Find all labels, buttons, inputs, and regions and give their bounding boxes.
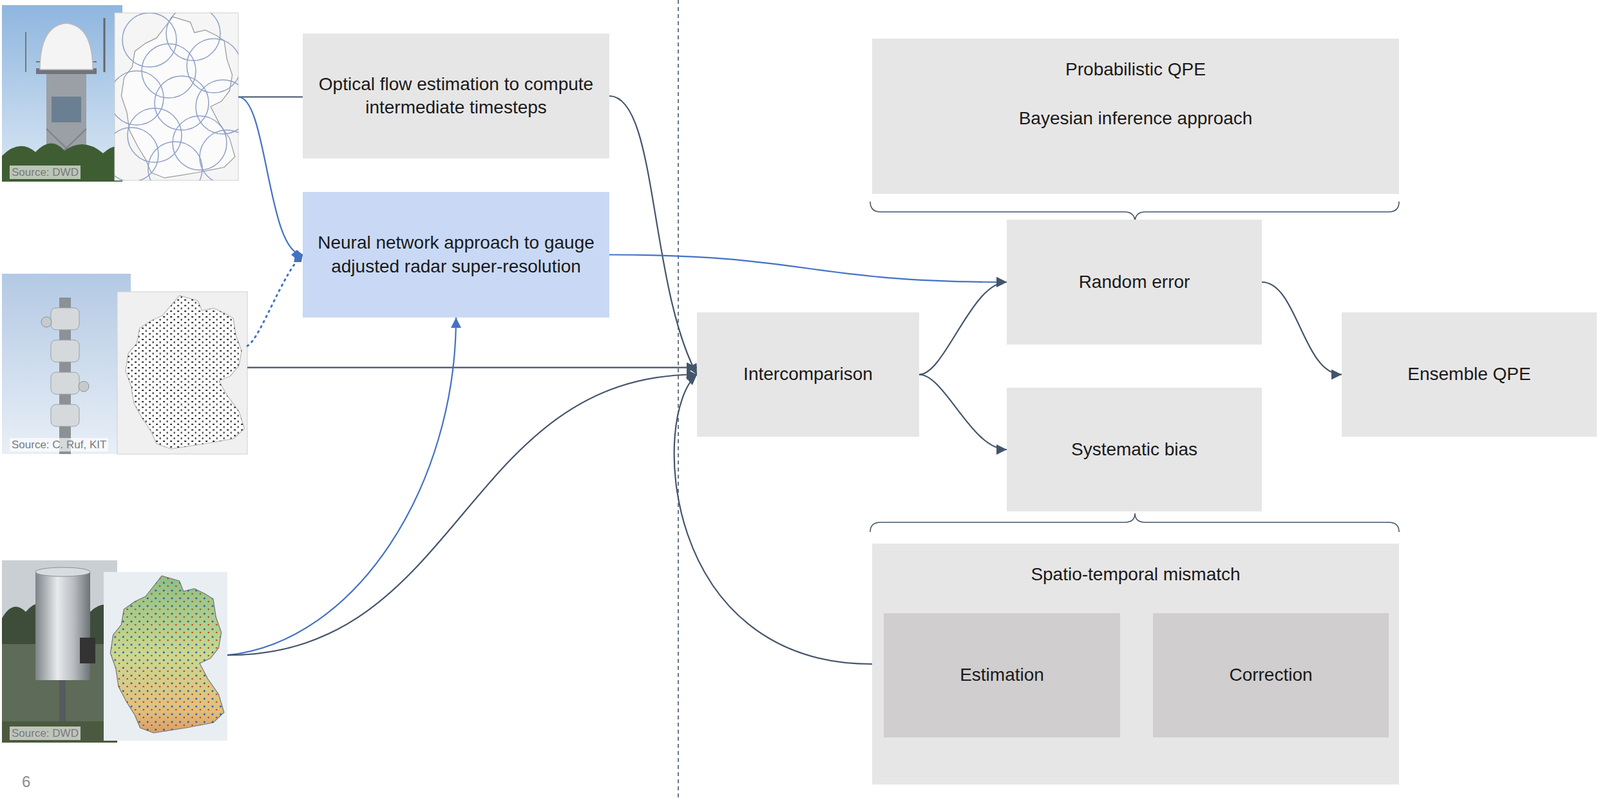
connector	[919, 282, 1007, 375]
node-title: Correction	[1228, 663, 1313, 687]
process-box: Intercomparison	[696, 312, 920, 437]
node-subtitle: Bayesian inference approach	[1019, 106, 1253, 131]
connector	[609, 95, 697, 375]
process-box: Systematic bias	[1006, 387, 1262, 512]
divider-line	[677, 0, 679, 798]
rain-gauge-photo	[1, 560, 118, 743]
highlighted-box: Neural network approach to gauge adjuste…	[302, 191, 610, 318]
process-box: Optical flow estimation to compute inter…	[302, 33, 610, 159]
connector	[247, 255, 303, 347]
connector	[1261, 282, 1342, 375]
group-box: Probabilistic QPE Bayesian inference appr…	[872, 38, 1400, 194]
node-title: Source: DWD	[9, 165, 81, 180]
radar-photo	[1, 5, 123, 182]
node-title: Probabilistic QPE	[1065, 57, 1206, 82]
rain-gauge-image: Source: DWD	[1, 560, 228, 743]
node-title: Ensemble QPE	[1407, 362, 1531, 386]
sub-box: Correction	[1152, 613, 1389, 738]
connector	[227, 317, 457, 656]
radar-network-map	[104, 6, 254, 196]
node-title: Systematic bias	[1071, 438, 1198, 462]
node-title: Source: C. Ruf, KIT	[9, 438, 109, 452]
connector	[609, 255, 1007, 283]
brace	[870, 513, 1400, 533]
cml-photo	[1, 273, 131, 455]
radar-image: Source: DWD	[1, 5, 239, 182]
cml-image: Source: C. Ruf, KIT	[1, 273, 248, 455]
node-title: Random error	[1078, 270, 1191, 294]
node-title: Spatio-temporal mismatch	[1030, 562, 1240, 587]
cml-network-map	[117, 291, 248, 455]
rain-gauge-map	[103, 571, 228, 741]
connector	[227, 374, 697, 656]
connector	[247, 366, 697, 368]
process-box: Ensemble QPE	[1341, 312, 1597, 437]
node-title: Intercomparison	[743, 362, 873, 386]
process-box: Random error	[1006, 219, 1262, 345]
connector	[238, 95, 303, 98]
node-title: Optical flow estimation to compute inter…	[316, 72, 596, 120]
page-number: 6	[21, 772, 31, 792]
node-title: Source: DWD	[9, 726, 81, 741]
node-title: Neural network approach to gauge adjuste…	[316, 231, 596, 279]
node-title: Estimation	[959, 663, 1045, 687]
connector	[238, 96, 303, 255]
sub-box: Estimation	[883, 613, 1121, 738]
group-box: Spatio-temporal mismatchEstimation Correc…	[872, 543, 1400, 785]
connector	[919, 374, 1007, 451]
